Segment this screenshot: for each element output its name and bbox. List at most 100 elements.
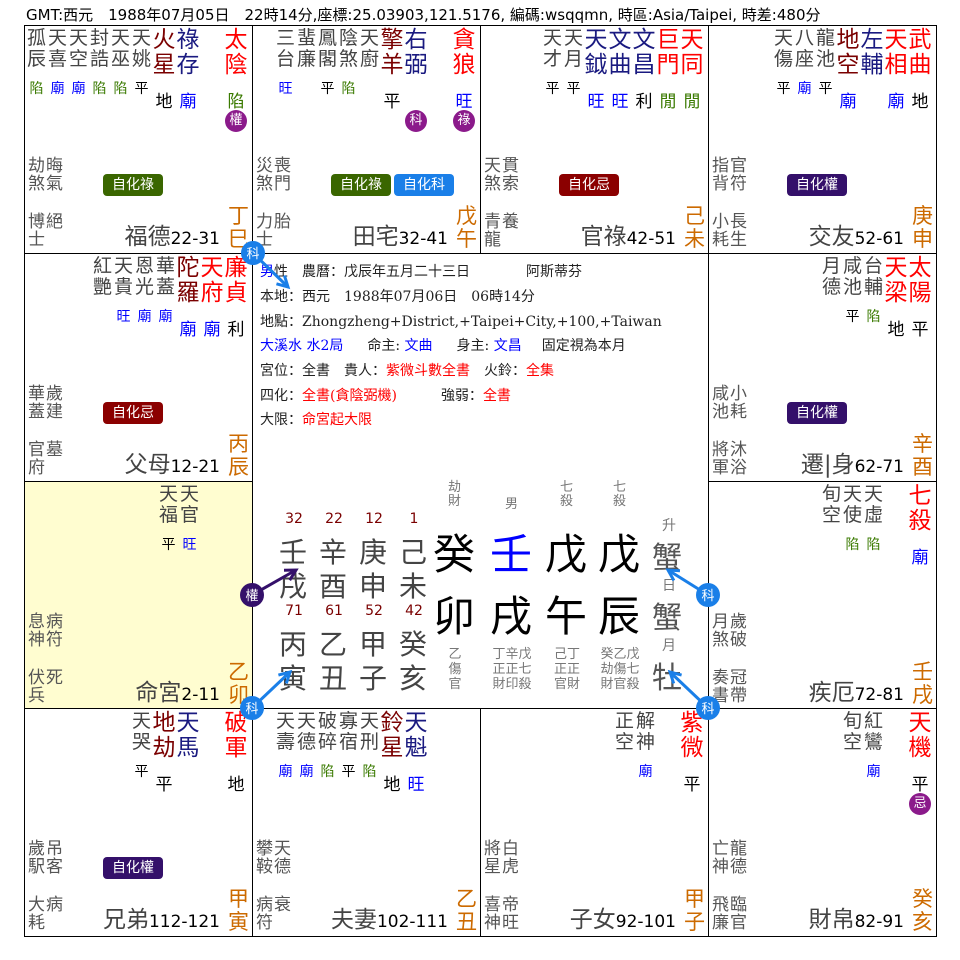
star[interactable]: 天巫陷 [110,28,131,97]
star[interactable]: 正空 [614,711,635,779]
star[interactable]: 太陰陷權 [224,28,248,132]
strength-setting[interactable]: 全書 [482,388,511,404]
star[interactable]: 紅鸞廟 [863,711,884,780]
star[interactable]: 鈴星地 [380,711,404,795]
star[interactable]: 太陽平 [908,256,932,340]
star[interactable]: 擎羊平 [380,28,404,132]
star[interactable]: 火星地 [152,28,176,112]
star[interactable]: 三台旺 [275,28,296,97]
star[interactable]: 紫微平 [680,711,704,795]
palace-title[interactable]: 官祿42-51 [581,217,676,251]
star[interactable]: 右弼科 [404,28,428,132]
star[interactable]: 天壽廟 [275,711,296,780]
star[interactable]: 天才平 [542,28,563,97]
star[interactable]: 天官旺 [179,484,200,553]
star[interactable]: 天德廟 [296,711,317,780]
palace-title[interactable]: 兄弟112-121 [103,900,220,934]
star[interactable]: 天相廟 [884,28,908,112]
star[interactable]: 天使陷 [842,484,863,553]
star[interactable]: 天哭平 [131,711,152,780]
star[interactable]: 破碎陷 [317,711,338,780]
star[interactable]: 八座廟 [794,28,815,97]
daxian-setting[interactable]: 命宮起大限 [302,412,372,428]
palace-title[interactable]: 田宅32-41 [353,217,448,251]
star[interactable]: 封誥陷 [89,28,110,97]
star[interactable]: 天福平 [158,484,179,553]
star[interactable]: 地劫平 [152,711,176,795]
star[interactable]: 天馬 [176,711,200,790]
palace-title[interactable]: 交友52-61 [809,217,904,251]
star[interactable]: 天虛陷 [863,484,884,553]
star[interactable]: 月德 [821,256,842,324]
star[interactable]: 天月平 [563,28,584,97]
star[interactable]: 巨門閒 [656,28,680,112]
sihua-setting[interactable]: 全書(貪陰弼機) [302,388,397,404]
star[interactable]: 旬空 [842,711,863,779]
star[interactable]: 天廚 [359,28,380,96]
star[interactable]: 寡宿平 [338,711,359,780]
palace-title[interactable]: 夫妻102-111 [331,900,448,934]
star[interactable]: 鳳閣平 [317,28,338,97]
star[interactable]: 蜚廉 [296,28,317,96]
star[interactable]: 紅艷 [92,256,113,324]
star[interactable]: 破軍地 [224,711,248,795]
star[interactable]: 天魁旺 [404,711,428,795]
palace-title[interactable]: 福德22-31 [125,217,220,251]
star[interactable]: 左輔 [860,28,884,107]
star[interactable]: 陰煞陷 [338,28,359,97]
self-transform-tag[interactable]: 自化忌 [103,402,163,424]
self-transform-tag[interactable]: 自化權 [787,174,847,196]
star[interactable]: 恩光廟 [134,256,155,325]
palace-title[interactable]: 遷|身62-71 [801,445,904,479]
star[interactable]: 孤辰陷 [26,28,47,97]
star[interactable]: 天空廟 [68,28,89,97]
star[interactable]: 華蓋廟 [155,256,176,325]
star[interactable]: 天機平忌 [908,711,932,815]
star[interactable]: 七殺廟 [908,484,932,568]
star[interactable]: 陀羅廟 [176,256,200,340]
star[interactable]: 祿存廟 [176,28,200,112]
palace-title[interactable]: 疾厄72-81 [809,673,904,707]
palace-title[interactable]: 財帛82-91 [809,900,904,934]
palace-tianzhai[interactable]: 三台旺蜚廉鳳閣平陰煞陷天廚擎羊平右弼科貪狼旺祿自化祿自化科災煞喪門力士胎田宅32… [252,25,481,254]
star[interactable]: 天府廟 [200,256,224,340]
star[interactable]: 文曲旺 [608,28,632,112]
palace-title[interactable]: 父母12-21 [125,445,220,479]
self-transform-tag[interactable]: 自化忌 [559,174,619,196]
huoling-setting[interactable]: 全集 [526,363,554,379]
star[interactable]: 廉貞利 [224,256,248,340]
star[interactable]: 武曲地 [908,28,932,112]
self-transform-tag[interactable]: 自化科 [394,174,454,196]
star[interactable]: 咸池平 [842,256,863,325]
star[interactable]: 地空廟 [836,28,860,112]
star[interactable]: 天同閒 [680,28,704,112]
star[interactable]: 天傷平 [773,28,794,97]
star[interactable]: 台輔陷 [863,256,884,325]
star[interactable]: 天貴旺 [113,256,134,325]
guiren-setting[interactable]: 紫微斗數全書 [386,363,470,379]
self-transform-tag[interactable]: 自化權 [103,857,163,879]
star[interactable]: 天姚平 [131,28,152,97]
star[interactable]: 天鉞旺 [584,28,608,112]
star[interactable]: 天刑陷 [359,711,380,780]
star[interactable]: 龍池平 [815,28,836,97]
self-transform-tag[interactable]: 自化權 [787,402,847,424]
palace-title[interactable]: 命宮2-11 [135,673,220,707]
star[interactable]: 貪狼旺祿 [452,28,476,132]
self-transform-tag[interactable]: 自化祿 [103,174,163,196]
star[interactable]: 解神廟 [635,711,656,780]
star[interactable]: 旬空 [821,484,842,552]
self-transform-tag[interactable]: 自化祿 [331,174,391,196]
star[interactable]: 文昌利 [632,28,656,112]
palace-title[interactable]: 子女92-101 [570,900,676,934]
star[interactable]: 天喜廟 [47,28,68,97]
